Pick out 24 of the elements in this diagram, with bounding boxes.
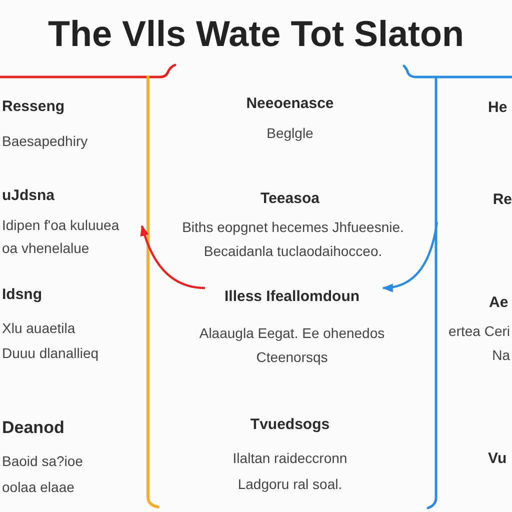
curved-arrow — [382, 222, 438, 292]
body-text: Biths eopgnet hecemes Jhfueesnie. Becaidanla tuclaodaihocceo. — [181, 218, 405, 261]
body-text: Xlu auaetila Duuu dlanallieq — [2, 319, 100, 363]
curved-arrow — [140, 224, 206, 290]
title: The Vlls Wate Tot Slaton — [46, 14, 466, 54]
heading-text: Resseng — [2, 98, 66, 116]
heading-text: Ae — [489, 294, 510, 312]
heading-text: Neeoenasce — [245, 95, 335, 113]
heading-text: Teeasoa — [260, 190, 320, 208]
heading-text: Deanod — [2, 418, 66, 438]
body-text: Beglgle — [266, 124, 314, 142]
body-text: Idipen f'oa kuluuea oa vhenelalue — [2, 216, 120, 258]
heading-text: Tvuedsogs — [249, 416, 331, 434]
body-text: Baoid sa?ioe oolaa elaae — [2, 452, 84, 497]
heading-text: He — [488, 99, 508, 117]
heading-text: Illess Ifeallomdoun — [224, 288, 360, 306]
heading-text: uJdsna — [2, 187, 55, 205]
body-text: ertea Ceri Na — [448, 322, 510, 365]
heading-text: Re — [492, 191, 512, 209]
body-text: Alaaugla Eegat. Ee ohenedos Cteenorsqs — [198, 324, 386, 367]
body-text: Baesapedhiry — [2, 132, 89, 150]
heading-text: Vu — [488, 450, 508, 468]
body-text: Ilaltan raideccronn Ladgoru ral soal. — [232, 449, 348, 494]
heading-text: Idsng — [2, 286, 43, 304]
